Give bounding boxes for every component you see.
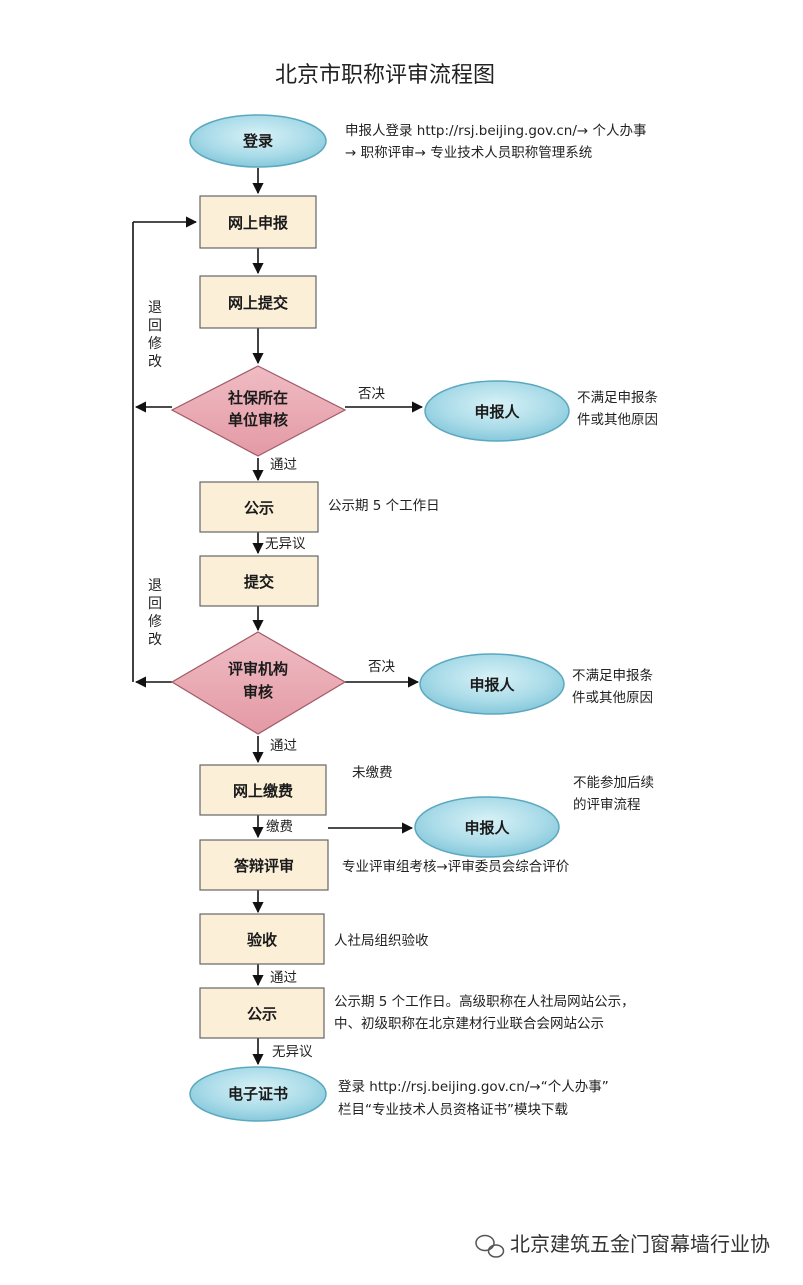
acceptance-label: 验收 [247, 931, 277, 949]
applicant3-label: 申报人 [464, 819, 510, 837]
reject1-note-1: 不满足申报条 [577, 389, 658, 406]
defense-review-node: 答辩评审 [199, 839, 329, 891]
page-title: 北京市职称评审流程图 [275, 63, 495, 88]
reject1-note-2: 件或其他原因 [577, 412, 658, 428]
online-declare-node: 网上申报 [199, 195, 317, 249]
publicity2-label: 公示 [247, 1005, 277, 1023]
online-pay-node: 网上缴费 [199, 764, 327, 816]
connectors [132, 168, 424, 1066]
publicity1-label: 公示 [244, 499, 274, 517]
online-submit-label: 网上提交 [228, 294, 288, 312]
return2-char: 改 [148, 632, 162, 648]
publicity1-note: 公示期 5 个工作日 [328, 498, 440, 514]
edge-no-objection-2: 无异议 [272, 1044, 313, 1060]
unit-review-label-1: 社保所在 [227, 389, 288, 407]
applicant3-node: 申报人 [414, 796, 560, 858]
defense-review-label: 答辩评审 [234, 857, 294, 875]
unit-review-label-2: 单位审核 [228, 411, 288, 429]
publicity2-note-1: 公示期 5 个工作日。高级职称在人社局网站公示， [334, 993, 635, 1010]
wechat-icon [475, 1234, 505, 1258]
return-label-1: 退 回 修 改 [148, 300, 162, 370]
return1-char: 改 [148, 354, 162, 370]
return-label-2: 退 回 修 改 [148, 578, 162, 648]
online-pay-label: 网上缴费 [233, 782, 293, 800]
applicant1-label: 申报人 [474, 403, 520, 421]
return2-char: 修 [148, 614, 162, 630]
e-certificate-label: 电子证书 [228, 1085, 288, 1103]
return2-char: 回 [148, 596, 162, 612]
edge-reject-2: 否决 [368, 659, 395, 675]
edge-reject-1: 否决 [358, 386, 385, 402]
login-note-2: → 职称评审→ 专业技术人员职称管理系统 [345, 145, 592, 161]
login-label: 登录 [242, 132, 273, 150]
applicant2-node: 申报人 [419, 653, 565, 715]
submit-label: 提交 [244, 573, 274, 591]
login-node: 登录 [189, 114, 327, 168]
return1-char: 修 [148, 336, 162, 352]
org-review-node: 评审机构 审核 [170, 631, 347, 735]
e-certificate-node: 电子证书 [189, 1066, 327, 1122]
org-review-label-2: 审核 [243, 683, 273, 701]
cert-note-2: 栏目“专业技术人员资格证书”模块下载 [338, 1102, 568, 1118]
submit-node: 提交 [199, 555, 319, 607]
online-submit-node: 网上提交 [199, 275, 317, 329]
publicity2-note-2: 中、初级职称在北京建材行业联合会网站公示 [334, 1015, 604, 1032]
edge-pay: 缴费 [266, 819, 293, 835]
return1-char: 退 [148, 300, 162, 316]
defense-note: 专业评审组考核→评审委员会综合评价 [342, 859, 570, 875]
login-note-1: 申报人登录 http://rsj.beijing.gov.cn/→ 个人办事 [345, 123, 647, 139]
org-review-label-1: 评审机构 [228, 660, 288, 678]
reject2-note-2: 件或其他原因 [572, 690, 653, 706]
reject2-note-1: 不满足申报条 [572, 667, 653, 684]
applicant1-node: 申报人 [424, 380, 570, 442]
online-declare-label: 网上申报 [228, 214, 288, 232]
no-follow-note-2: 的评审流程 [573, 797, 641, 813]
edge-pass-2: 通过 [270, 738, 297, 754]
cert-note-1: 登录 http://rsj.beijing.gov.cn/→“个人办事” [338, 1079, 609, 1095]
watermark-text: 北京建筑五金门窗幕墙行业协 [510, 1232, 770, 1256]
unpaid-note: 未缴费 [352, 765, 393, 781]
return1-char: 回 [148, 318, 162, 334]
edge-no-objection-1: 无异议 [265, 536, 306, 552]
unit-review-node: 社保所在 单位审核 [170, 365, 347, 457]
acceptance-note: 人社局组织验收 [334, 933, 429, 949]
publicity1-node: 公示 [199, 481, 319, 533]
watermark: 北京建筑五金门窗幕墙行业协 [475, 1232, 770, 1258]
return2-char: 退 [148, 578, 162, 594]
no-follow-note-1: 不能参加后续 [573, 774, 654, 791]
edge-pass-3: 通过 [270, 970, 297, 986]
edge-pass-1: 通过 [270, 457, 297, 473]
publicity2-node: 公示 [199, 987, 325, 1039]
acceptance-node: 验收 [199, 913, 325, 965]
applicant2-label: 申报人 [469, 676, 515, 694]
